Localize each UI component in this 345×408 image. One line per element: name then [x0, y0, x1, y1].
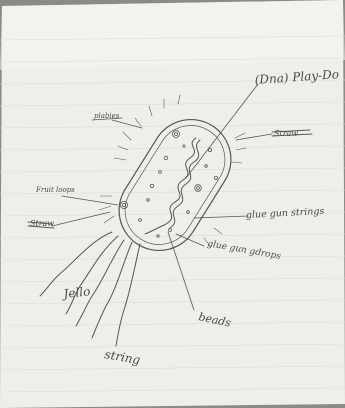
- svg-text:Fruit loops: Fruit loops: [35, 186, 75, 194]
- label-plabies: plabies: [92, 112, 122, 120]
- label-straw-left: Straw: [28, 219, 54, 228]
- label-fruit-loops: Fruit loops: [35, 186, 75, 194]
